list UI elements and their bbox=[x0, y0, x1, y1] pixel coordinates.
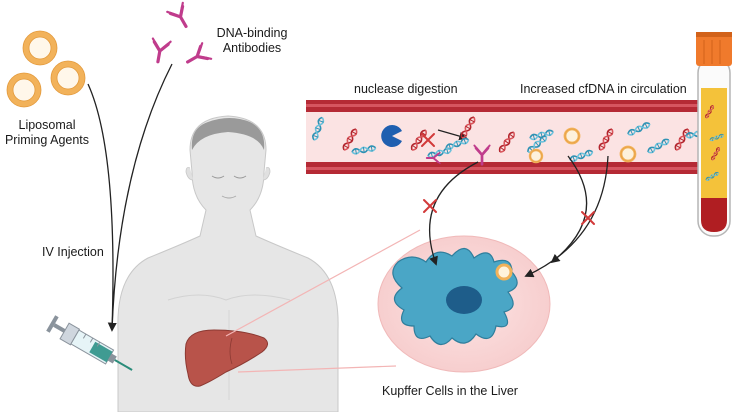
liposome-icon bbox=[563, 127, 581, 145]
blood-tube-icon bbox=[696, 32, 732, 237]
nuclease-icon bbox=[381, 125, 402, 147]
label-dna-binding-line1: DNA-binding bbox=[216, 26, 288, 40]
label-liposomal-line1: Liposomal bbox=[18, 118, 76, 132]
iv-injection-arrows bbox=[87, 63, 173, 332]
label-dna-binding-line2: Antibodies bbox=[222, 41, 282, 55]
kupffer-cell-icon bbox=[392, 247, 518, 346]
blood-vessel bbox=[306, 100, 724, 174]
liposome-icon bbox=[619, 145, 637, 163]
liposome-icon bbox=[51, 61, 85, 95]
vessel-contents bbox=[310, 114, 711, 166]
liposomes-group bbox=[7, 31, 85, 107]
label-liposomal: Liposomal Priming Agents bbox=[4, 118, 90, 148]
label-dna-binding: DNA-binding Antibodies bbox=[208, 26, 296, 56]
liposome-icon bbox=[23, 31, 57, 65]
syringe-icon bbox=[46, 315, 133, 371]
antibodies-group bbox=[147, 1, 213, 72]
magnification-lines bbox=[225, 229, 421, 373]
label-kupffer: Kupffer Cells in the Liver bbox=[382, 384, 518, 398]
label-iv-injection: IV Injection bbox=[42, 245, 104, 259]
clearance-arrows bbox=[428, 155, 609, 278]
liposome-icon bbox=[7, 73, 41, 107]
phagocytosed-liposome bbox=[495, 263, 513, 281]
antibody-icon bbox=[147, 36, 173, 65]
liposome-icon bbox=[528, 148, 544, 164]
antibody-icon bbox=[165, 1, 196, 33]
liver-icon bbox=[184, 329, 268, 387]
label-liposomal-line2: Priming Agents bbox=[4, 133, 90, 147]
label-increased-cfdna: Increased cfDNA in circulation bbox=[520, 82, 687, 96]
label-nuclease-digestion: nuclease digestion bbox=[354, 82, 458, 96]
antibody-icon bbox=[181, 41, 213, 72]
